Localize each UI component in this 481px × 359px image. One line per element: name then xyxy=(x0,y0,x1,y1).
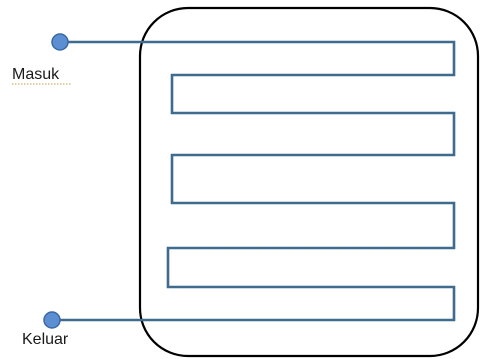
serpentine-pipe xyxy=(52,40,456,322)
outlet-label: Keluar xyxy=(22,331,69,348)
inlet-port-icon xyxy=(51,33,69,51)
enclosure-outline xyxy=(138,6,480,358)
inlet-label: Masuk xyxy=(12,66,60,83)
outlet-port-icon xyxy=(43,311,61,329)
